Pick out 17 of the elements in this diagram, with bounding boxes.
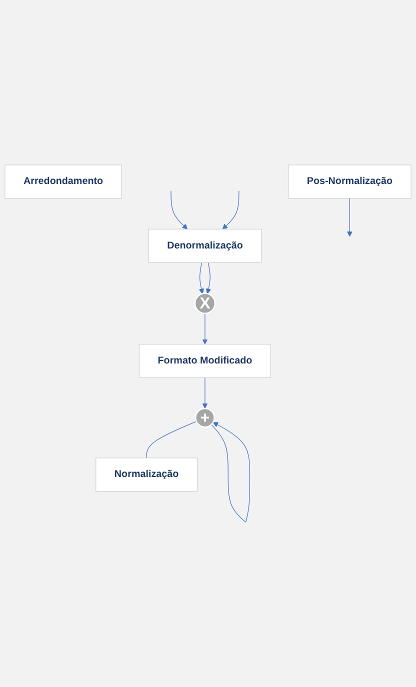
arrow	[202, 312, 208, 344]
arrow	[170, 190, 188, 230]
arrow	[202, 377, 208, 409]
node-box	[96, 458, 198, 492]
connector	[146, 420, 197, 458]
arrow	[211, 422, 250, 522]
node-box	[288, 164, 412, 198]
node-box	[148, 228, 262, 263]
node-box	[4, 164, 122, 198]
arrow	[198, 262, 204, 294]
node-box	[138, 344, 272, 378]
node-circle	[194, 292, 216, 314]
flowchart-diagram: Denormalização X Formato Modificado + Normalização Arredondamento Pos-Normalização	[0, 160, 416, 528]
arrow	[206, 262, 212, 294]
node-circle	[195, 408, 215, 428]
arrow	[222, 190, 240, 230]
arrow	[346, 198, 352, 237]
